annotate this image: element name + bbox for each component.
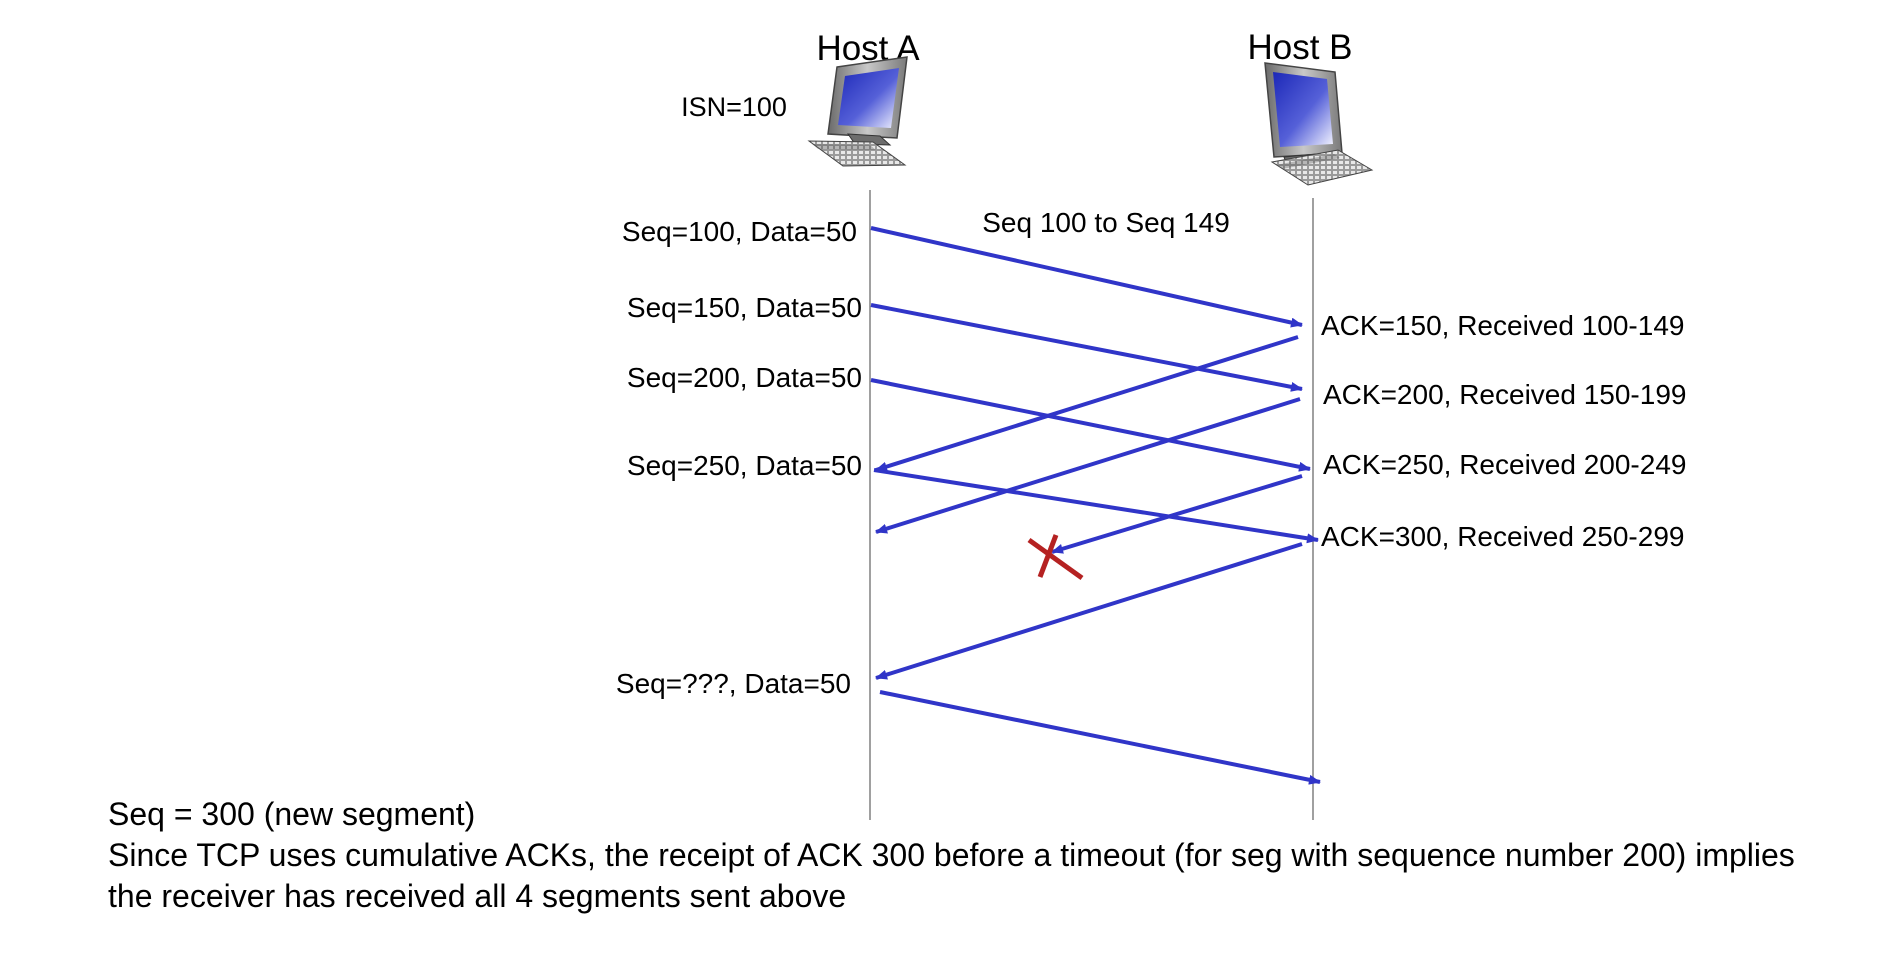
ack-arrow-250-lost <box>1051 474 1303 554</box>
ack-arrow-300 <box>875 542 1303 680</box>
lost-x-icon <box>1027 534 1084 581</box>
segment-arrow-seq-100 <box>870 226 1303 328</box>
segment-label-5: Seq=???, Data=50 <box>616 668 851 699</box>
segment-arrow-seq-200 <box>870 378 1311 472</box>
segment-label-4: Seq=250, Data=50 <box>627 450 862 481</box>
segment-arrow-seq-unknown <box>879 690 1321 785</box>
explanation-line-1: Since TCP uses cumulative ACKs, the rece… <box>108 837 1795 873</box>
isn-label: ISN=100 <box>681 92 787 122</box>
ack-arrow-150 <box>875 335 1299 472</box>
segment-arrow-seq-150 <box>870 303 1303 392</box>
segment-label-1: Seq=100, Data=50 <box>622 216 857 247</box>
seq-range-label: Seq 100 to Seq 149 <box>982 207 1230 238</box>
segment-label-2: Seq=150, Data=50 <box>627 292 862 323</box>
host-b-computer-icon <box>1264 62 1374 186</box>
ack-label-1: ACK=150, Received 100-149 <box>1321 310 1684 341</box>
ack-arrow-200 <box>875 397 1301 534</box>
explanation-line-2: the receiver has received all 4 segments… <box>108 878 846 914</box>
ack-label-2: ACK=200, Received 150-199 <box>1323 379 1686 410</box>
segment-label-3: Seq=200, Data=50 <box>627 362 862 393</box>
ack-label-4: ACK=300, Received 250-299 <box>1321 521 1684 552</box>
host-b-label: Host B <box>1247 28 1352 67</box>
ack-label-3: ACK=250, Received 200-249 <box>1323 449 1686 480</box>
segment-arrow-seq-250 <box>873 468 1319 544</box>
host-a-computer-icon <box>807 56 908 167</box>
answer-line: Seq = 300 (new segment) <box>108 796 475 832</box>
